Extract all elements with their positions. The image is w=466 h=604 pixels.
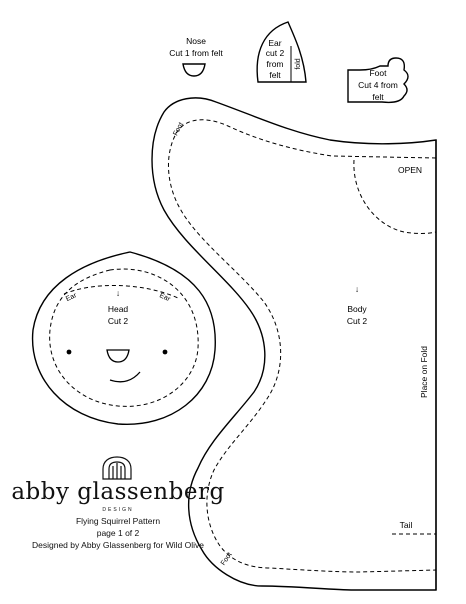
body-seam-line — [168, 119, 437, 573]
pattern-title: Flying Squirrel Pattern — [75, 516, 161, 526]
page-number: page 1 of 2 — [96, 528, 140, 538]
head-grain-arrow: ↓ — [116, 288, 120, 298]
ear-line3: felt — [269, 70, 281, 80]
ear-fold-label: fold — [295, 58, 302, 69]
body-opening-label: OPEN — [398, 165, 422, 175]
body-foot-bottom-label: Foot — [220, 551, 234, 567]
ear-outline — [256, 21, 307, 83]
nose-note: Cut 1 from felt — [169, 48, 223, 58]
head-ear-label-left: Ear — [65, 292, 78, 303]
head-piece: Ear Ear ↓ Head Cut 2 — [31, 251, 216, 425]
foot-line1: Cut 4 from — [358, 80, 398, 90]
head-ear-guide-line — [63, 284, 179, 299]
foot-piece: Foot Cut 4 from felt — [347, 57, 409, 104]
head-note: Cut 2 — [108, 316, 129, 326]
body-title: Body — [347, 304, 367, 314]
body-opening-line — [353, 159, 437, 234]
body-grain-arrow: ↓ — [355, 284, 359, 294]
mouth-line — [109, 371, 141, 383]
ear-line2: from — [267, 59, 284, 69]
nose-placement — [106, 349, 130, 363]
body-foot-top-label: Foot — [172, 121, 185, 137]
designer-credit: Designed by Abby Glassenberg for Wild Ol… — [32, 540, 204, 550]
nose-piece: Nose Cut 1 from felt — [169, 36, 223, 77]
head-title: Head — [108, 304, 129, 314]
head-seam-line — [49, 268, 199, 407]
body-tail-label: Tail — [400, 520, 413, 530]
ear-line1: cut 2 — [266, 48, 285, 58]
brand-name: abby glassenberg — [11, 479, 225, 505]
body-outline — [151, 97, 437, 591]
nose-outline — [182, 63, 206, 77]
ear-title: Ear — [268, 38, 281, 48]
head-ear-label-right: Ear — [158, 292, 171, 303]
logo-icon — [102, 456, 132, 480]
brand-subtitle: DESIGN — [102, 507, 134, 513]
eye-left — [66, 349, 72, 355]
nose-title: Nose — [186, 36, 206, 46]
foot-outline — [347, 57, 409, 104]
eye-right — [162, 349, 168, 355]
foot-title: Foot — [369, 68, 387, 78]
foot-line2: felt — [372, 92, 384, 102]
ear-piece: Ear cut 2 from felt fold — [256, 21, 307, 83]
head-outline — [31, 251, 216, 425]
body-fold-label: Place on Fold — [419, 346, 429, 398]
body-note: Cut 2 — [347, 316, 368, 326]
